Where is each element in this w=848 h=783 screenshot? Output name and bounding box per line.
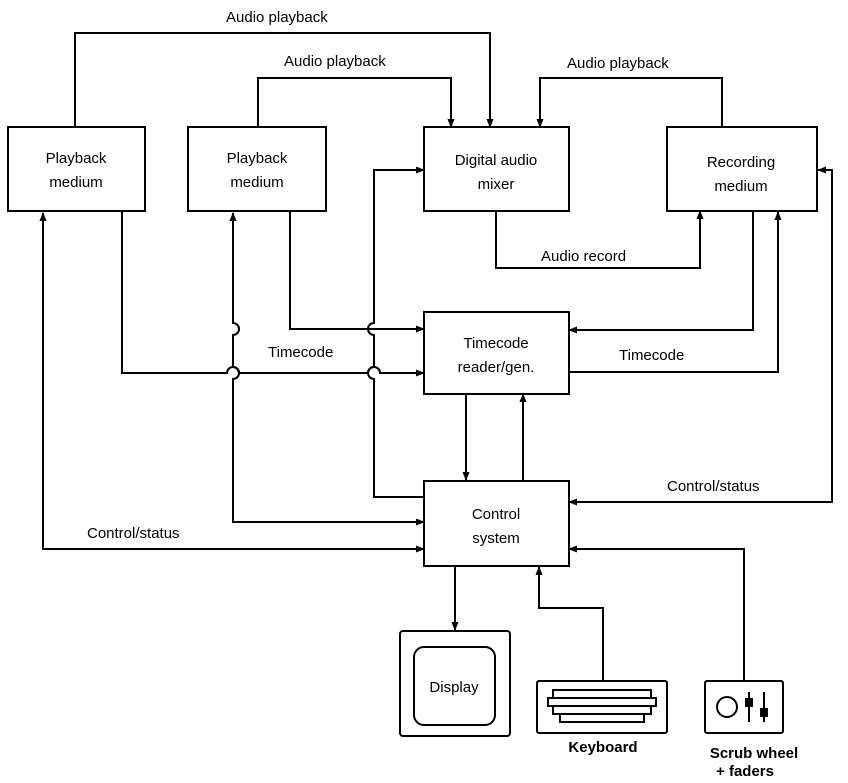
- block-label-line1: Timecode: [463, 335, 528, 352]
- control-system-block: Control system: [423, 480, 570, 567]
- playback-medium-block-2: Playback medium: [187, 126, 327, 212]
- digital-audio-mixer-block: Digital audio mixer: [423, 126, 570, 212]
- block-label-line1: Playback: [46, 150, 107, 167]
- label-audio-playback-mid: Audio playback: [284, 53, 386, 70]
- wire-control-to-mixer: [367, 166, 425, 498]
- block-label-line1: Playback: [227, 150, 288, 167]
- playback-medium-block-1: Playback medium: [7, 126, 146, 212]
- recording-medium-block: Recording medium: [666, 126, 818, 212]
- label-audio-record: Audio record: [541, 248, 626, 265]
- keyboard-label: Keyboard: [568, 739, 637, 756]
- block-label-line1: Recording: [707, 154, 775, 171]
- label-timecode-right: Timecode: [619, 347, 684, 364]
- label-audio-playback-top: Audio playback: [226, 9, 328, 26]
- wire-control-status-left: [39, 212, 425, 553]
- block-label-line2: medium: [49, 174, 102, 191]
- wire-scrub-to-control: [568, 545, 745, 681]
- wire-playback2-to-timecode: [289, 211, 425, 333]
- label-control-status-right: Control/status: [667, 478, 760, 495]
- display-label: Display: [429, 679, 479, 696]
- fader-icon: [745, 692, 768, 722]
- block-label-line2: mixer: [478, 176, 515, 193]
- block-label-line1: Digital audio: [455, 152, 538, 169]
- scrub-wheel-icon: [716, 696, 738, 718]
- scrub-label-line1: Scrub wheel: [710, 745, 798, 762]
- block-label-line2: medium: [714, 178, 767, 195]
- wire-control-status-right: [568, 166, 833, 506]
- wire-audio-playback-mid: [257, 77, 455, 128]
- block-label-line2: reader/gen.: [458, 359, 535, 376]
- display-monitor: Display: [399, 630, 511, 737]
- keyboard-device: Keyboard: [536, 680, 668, 756]
- wire-audio-playback-right: [536, 77, 723, 128]
- wire-recording-to-timecode: [568, 211, 754, 334]
- wire-keyboard-to-control: [535, 566, 604, 681]
- block-label-line2: system: [472, 530, 520, 547]
- label-timecode-left: Timecode: [268, 344, 333, 361]
- wire-control-playback2: [229, 212, 425, 526]
- label-control-status-left: Control/status: [87, 525, 180, 542]
- block-label-line1: Control: [472, 506, 520, 523]
- label-audio-playback-right: Audio playback: [567, 55, 669, 72]
- wire-audio-playback-top: [74, 32, 494, 128]
- block-label-line2: medium: [230, 174, 283, 191]
- timecode-reader-gen-block: Timecode reader/gen.: [423, 311, 570, 395]
- scrub-wheel-faders-device: Scrub wheel + faders: [704, 680, 798, 780]
- scrub-label-line2: + faders: [716, 763, 774, 780]
